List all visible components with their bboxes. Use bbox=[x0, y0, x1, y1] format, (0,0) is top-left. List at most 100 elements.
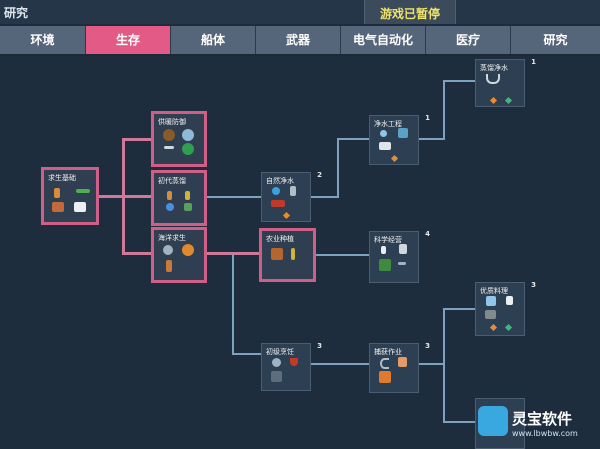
cost-gem-icon bbox=[489, 323, 498, 332]
tab-environment[interactable]: 环境 bbox=[0, 26, 86, 54]
node-cost: 1 bbox=[531, 58, 536, 66]
torch-icon bbox=[54, 188, 60, 198]
watermark-logo-icon bbox=[478, 406, 508, 436]
flask-icon bbox=[167, 191, 172, 200]
herb-icon bbox=[184, 203, 192, 211]
category-tabs: 环境 生存 船体 武器 电气自动化 医疗 研究 bbox=[0, 26, 600, 56]
connector bbox=[418, 363, 444, 365]
node-farming[interactable]: 农业种植 bbox=[259, 228, 316, 282]
node-primitive-cooking[interactable]: 初代蒸馏 bbox=[151, 170, 207, 226]
water-drop-icon bbox=[272, 187, 280, 195]
node-fine-cooking[interactable]: 优质料理 3 bbox=[475, 281, 536, 336]
connector bbox=[122, 195, 152, 198]
bandage-icon bbox=[74, 202, 86, 212]
trap-icon bbox=[379, 371, 391, 383]
node-cost: 2 bbox=[317, 171, 322, 179]
node-cost: 3 bbox=[531, 281, 536, 289]
cloud-icon bbox=[182, 129, 194, 141]
lock-icon bbox=[506, 296, 513, 305]
node-title: 蒸馏净水 bbox=[480, 64, 508, 72]
connector bbox=[310, 363, 369, 365]
connector bbox=[443, 308, 475, 310]
node-title: 农业种植 bbox=[266, 235, 294, 243]
watermark-url: www.lbwbw.com bbox=[512, 429, 578, 438]
node-title: 求生基础 bbox=[48, 174, 76, 182]
hook-icon bbox=[380, 358, 389, 369]
connector bbox=[310, 196, 338, 198]
fridge-icon bbox=[486, 296, 496, 306]
grill-icon bbox=[485, 310, 496, 319]
connector bbox=[98, 195, 123, 198]
purifier-icon bbox=[398, 128, 408, 138]
barrel-icon bbox=[52, 202, 64, 212]
rope-icon bbox=[76, 189, 90, 193]
field-icon bbox=[379, 259, 391, 271]
heart-icon bbox=[290, 358, 298, 366]
connector bbox=[443, 80, 475, 82]
connector bbox=[232, 353, 262, 355]
node-shelter[interactable]: 供暖防御 bbox=[151, 111, 207, 167]
node-cost: 1 bbox=[425, 114, 430, 122]
net-icon bbox=[398, 357, 407, 367]
connector bbox=[337, 138, 339, 198]
tab-survival[interactable]: 生存 bbox=[86, 26, 171, 54]
node-title: 初代蒸馏 bbox=[158, 177, 186, 185]
node-title: 优质料理 bbox=[480, 287, 508, 295]
life-ring-icon bbox=[182, 244, 194, 256]
connector bbox=[443, 308, 445, 423]
connector bbox=[206, 196, 261, 198]
node-title: 科学经营 bbox=[374, 236, 402, 244]
connector bbox=[443, 80, 445, 140]
watermark-brand: 灵宝软件 bbox=[512, 410, 573, 428]
tab-weapons[interactable]: 武器 bbox=[256, 26, 341, 54]
connector bbox=[122, 252, 152, 255]
shovel-icon bbox=[291, 248, 295, 260]
knife-icon bbox=[164, 146, 174, 149]
title-bar: 研究 游戏已暂停 bbox=[0, 0, 600, 24]
node-title: 自然净水 bbox=[266, 177, 294, 185]
node-title: 供暖防御 bbox=[158, 118, 186, 126]
node-cost: 4 bbox=[425, 230, 430, 238]
cost-gem-icon bbox=[390, 154, 399, 163]
bottle-icon bbox=[166, 260, 172, 272]
tab-hull[interactable]: 船体 bbox=[171, 26, 256, 54]
bottle-icon bbox=[290, 186, 296, 196]
node-cost: 3 bbox=[425, 342, 430, 350]
node-title: 海洋求生 bbox=[158, 234, 186, 242]
connector bbox=[418, 138, 444, 140]
connector bbox=[316, 254, 369, 256]
stove-icon bbox=[271, 371, 282, 382]
tab-research[interactable]: 研究 bbox=[511, 26, 600, 54]
cost-gem-icon bbox=[504, 323, 513, 332]
connector bbox=[337, 138, 369, 140]
pot-icon bbox=[163, 129, 175, 141]
tab-electrical[interactable]: 电气自动化 bbox=[341, 26, 426, 54]
window-title: 研究 bbox=[4, 6, 29, 20]
node-science-farming[interactable]: 科学经营 4 bbox=[369, 230, 430, 283]
candle-icon bbox=[185, 191, 190, 200]
crate-icon bbox=[271, 200, 285, 207]
node-steam-purify[interactable]: 蒸馏净水 1 bbox=[475, 58, 536, 107]
node-title: 捕获作业 bbox=[374, 348, 402, 356]
tool-icon bbox=[398, 262, 406, 265]
node-basic-cooking[interactable]: 初级烹饪 3 bbox=[261, 342, 322, 391]
watermark: 灵宝软件 www.lbwbw.com bbox=[472, 402, 600, 449]
node-ocean-survival[interactable]: 海洋求生 bbox=[151, 227, 207, 283]
connector bbox=[443, 421, 475, 423]
research-tree: 求生基础 供暖防御 初代蒸馏 海洋求生 自然净水 2 农业种植 bbox=[0, 58, 600, 449]
tab-medical[interactable]: 医疗 bbox=[426, 26, 511, 54]
node-cost: 3 bbox=[317, 342, 322, 350]
node-title: 净水工程 bbox=[374, 120, 402, 128]
cost-gem-icon bbox=[504, 96, 513, 105]
node-water-engineering[interactable]: 净水工程 1 bbox=[369, 114, 430, 165]
node-fishing[interactable]: 捕获作业 3 bbox=[369, 342, 430, 393]
flask-icon bbox=[381, 246, 386, 254]
connector bbox=[206, 252, 261, 255]
node-natural-purify[interactable]: 自然净水 2 bbox=[261, 171, 322, 222]
node-title: 初级烹饪 bbox=[266, 348, 294, 356]
node-survival-basics[interactable]: 求生基础 bbox=[41, 167, 99, 225]
connector bbox=[232, 254, 234, 354]
plus-icon bbox=[182, 143, 194, 155]
water-icon bbox=[166, 203, 174, 211]
sprout-icon bbox=[399, 244, 407, 254]
